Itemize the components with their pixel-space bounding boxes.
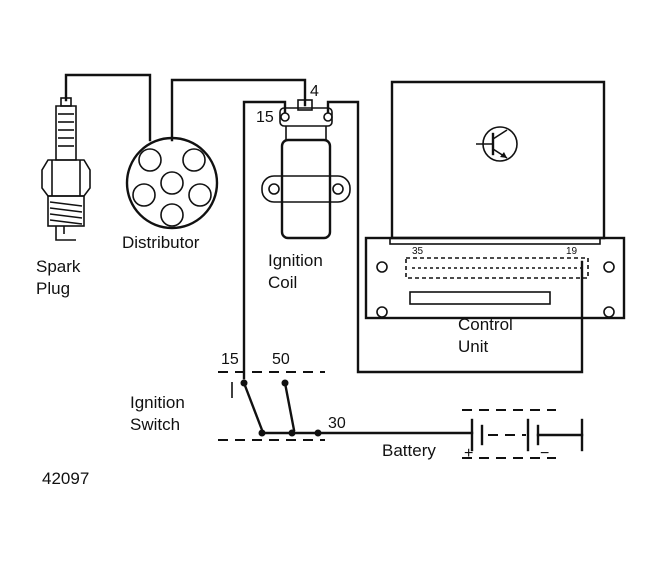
control-unit-label-line2: Unit <box>458 337 489 356</box>
battery-icon <box>462 409 584 459</box>
ignition-switch-label-line2: Switch <box>130 415 180 434</box>
coil-terminal-4: 4 <box>310 83 319 100</box>
ignition-switch-icon <box>218 371 325 441</box>
switch-terminal-30: 30 <box>328 415 346 432</box>
wire-distributor-to-coil <box>170 78 307 142</box>
control-unit-label-line1: Control <box>458 315 513 334</box>
spark-plug-icon <box>41 97 91 241</box>
ignition-coil-label-line2: Coil <box>268 273 297 292</box>
coil-terminal-15: 15 <box>256 109 274 126</box>
wire-coil-to-control-unit <box>326 100 584 374</box>
control-pin-19: 19 <box>566 246 578 257</box>
spark-plug-label-line1: Spark <box>36 257 81 276</box>
figure-number: 42097 <box>42 469 89 488</box>
wire-plug-to-distributor <box>64 73 152 142</box>
ignition-switch-label-line1: Ignition <box>130 393 185 412</box>
spark-plug-label-line2: Plug <box>36 279 70 298</box>
wire-coil-to-switch <box>242 100 287 380</box>
distributor-label: Distributor <box>122 233 200 252</box>
switch-terminal-15: 15 <box>221 351 239 368</box>
control-unit-icon <box>364 80 626 320</box>
switch-terminal-50: 50 <box>272 351 290 368</box>
distributor-cap-icon <box>125 136 219 230</box>
ignition-coil-label-line1: Ignition <box>268 251 323 270</box>
battery-plus-sign: + <box>464 445 473 462</box>
wiring <box>64 73 584 435</box>
battery-minus-sign: − <box>540 445 549 462</box>
ignition-coil-icon <box>261 99 351 240</box>
battery-label: Battery <box>382 441 436 460</box>
control-pin-35: 35 <box>412 246 424 257</box>
